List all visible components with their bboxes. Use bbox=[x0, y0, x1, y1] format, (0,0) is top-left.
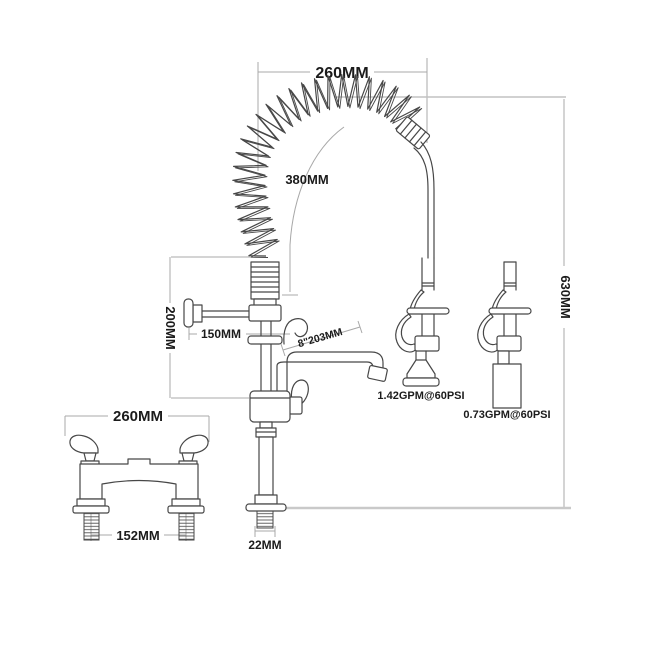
threaded-shank bbox=[256, 510, 274, 529]
hanger-hook bbox=[283, 318, 309, 345]
grip-handle bbox=[395, 313, 417, 353]
shank-collar bbox=[254, 494, 278, 505]
left-lever-handle bbox=[69, 434, 99, 454]
deck-base-drawing bbox=[69, 434, 209, 541]
wall-arm-label: 150MM bbox=[201, 327, 241, 341]
right-ring bbox=[171, 498, 201, 507]
spout-nozzle bbox=[367, 364, 388, 382]
hook-collar bbox=[247, 335, 283, 345]
dim-overall-height: 630MM bbox=[284, 96, 573, 510]
squeeze-trigger bbox=[491, 289, 507, 311]
nozzle-connector bbox=[497, 350, 510, 365]
swing-spout bbox=[276, 351, 388, 392]
spray-flow-label: 1.42GPM@60PSI bbox=[377, 390, 464, 402]
yoke-body bbox=[79, 458, 199, 500]
spray-head-attached bbox=[395, 257, 450, 387]
right-threaded-shank bbox=[178, 512, 195, 541]
dim-shank-diameter: 22MM bbox=[248, 526, 282, 552]
spring-retainer bbox=[250, 261, 280, 300]
left-bonnet bbox=[83, 452, 97, 462]
left-threaded-shank bbox=[83, 512, 100, 541]
main-faucet-drawing bbox=[183, 73, 435, 529]
dim-top-width: 260MM bbox=[257, 58, 428, 171]
union-block bbox=[248, 304, 282, 322]
hose-coupling bbox=[395, 116, 431, 150]
inlet-spacing-label: 152MM bbox=[116, 528, 159, 543]
mount-flange bbox=[245, 503, 287, 512]
squeeze-trigger bbox=[409, 289, 425, 311]
valve-elbow bbox=[414, 335, 440, 352]
spray-face bbox=[406, 359, 436, 379]
hang-ring bbox=[406, 307, 450, 315]
hose-outer bbox=[420, 141, 435, 259]
dim-riser-height: 200MM bbox=[163, 256, 250, 399]
riser-height-label: 200MM bbox=[163, 306, 178, 349]
base-width-label: 260MM bbox=[113, 408, 163, 425]
right-flange bbox=[167, 505, 205, 514]
hose-inner bbox=[413, 147, 429, 259]
cylinder-nozzle bbox=[492, 363, 522, 409]
dim-hose-length: 380MM bbox=[282, 126, 345, 296]
grip-handle bbox=[477, 313, 499, 353]
riser-assembly bbox=[183, 261, 309, 393]
valve-elbow bbox=[496, 335, 522, 352]
faucet-base bbox=[245, 379, 309, 529]
wall-flange bbox=[183, 298, 194, 328]
hose-length-label: 380MM bbox=[285, 172, 328, 187]
shank-tube bbox=[258, 436, 274, 496]
dim-wall-arm: 150MM bbox=[188, 327, 290, 341]
arm-hub bbox=[192, 304, 203, 323]
right-lever-handle bbox=[179, 434, 209, 454]
left-ring bbox=[76, 498, 106, 507]
right-bonnet bbox=[181, 452, 195, 462]
coil-spring bbox=[232, 73, 435, 259]
left-flange bbox=[72, 505, 110, 514]
dim-spout-length: 8"203MM bbox=[280, 320, 363, 357]
spray-head-standalone bbox=[477, 261, 532, 409]
hang-ring bbox=[488, 307, 532, 315]
spout-length-label: 8"203MM bbox=[296, 326, 344, 350]
dim-base-width: 260MM bbox=[64, 408, 210, 442]
neck bbox=[259, 421, 273, 429]
nozzle-flow-label: 0.73GPM@60PSI bbox=[463, 409, 550, 421]
body-port bbox=[288, 396, 303, 415]
body-block bbox=[249, 390, 291, 423]
shank-diameter-label: 22MM bbox=[248, 538, 281, 552]
overall-height-label: 630MM bbox=[558, 275, 573, 318]
top-width-label: 260MM bbox=[315, 65, 368, 82]
spray-face-base bbox=[402, 377, 440, 387]
